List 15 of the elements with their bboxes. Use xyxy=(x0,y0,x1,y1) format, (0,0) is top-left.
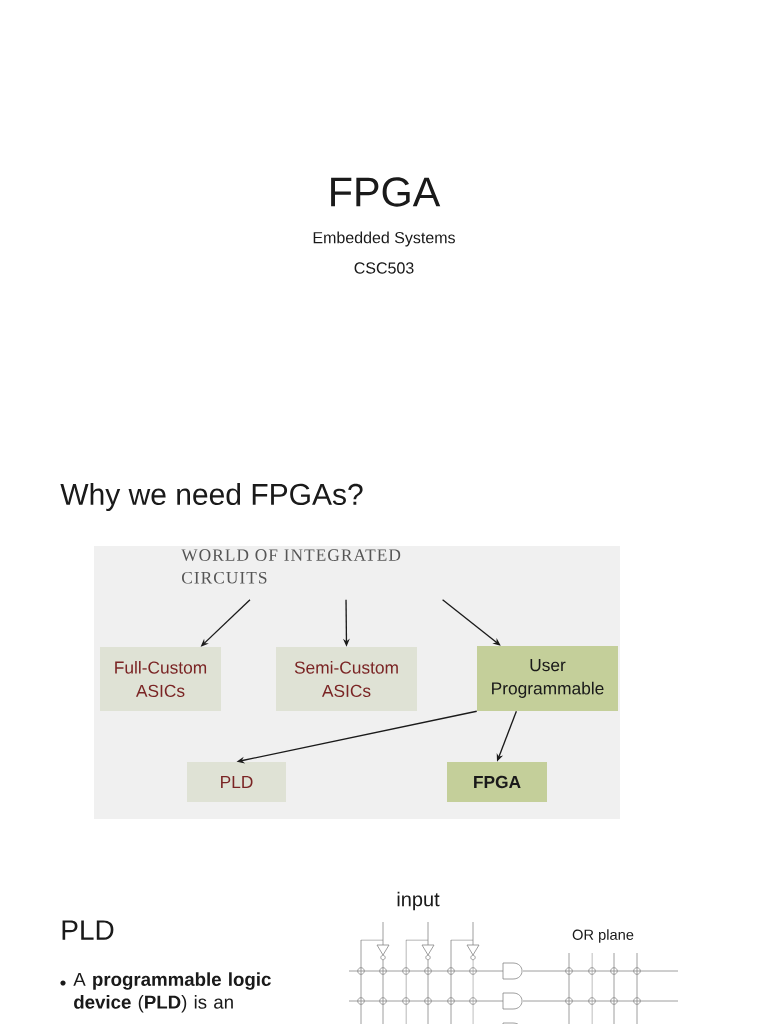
slide-heading: PLD xyxy=(62,920,114,940)
category-box: Semi-Custom ASICs xyxy=(276,647,417,711)
course-code: CSC503 xyxy=(354,262,414,274)
slide-title: FPGA xyxy=(331,177,441,207)
category-box: PLD xyxy=(187,762,286,802)
arrow xyxy=(441,599,501,646)
category-box: User Programmable xyxy=(477,646,618,711)
slide-heading: Why we need FPGAs? xyxy=(60,483,363,511)
subtitle-text: Embedded Systems xyxy=(313,231,455,247)
bullet-text: A programmable logic device (PLD) is an xyxy=(73,972,271,1013)
tree-heading: WORLD OF INTEGRATED CIRCUITS xyxy=(181,549,401,584)
category-box: Full-Custom ASICs xyxy=(100,647,221,711)
input-label: input xyxy=(397,891,440,911)
plane-label: OR plane xyxy=(572,929,634,943)
category-box: FPGA xyxy=(447,762,547,802)
